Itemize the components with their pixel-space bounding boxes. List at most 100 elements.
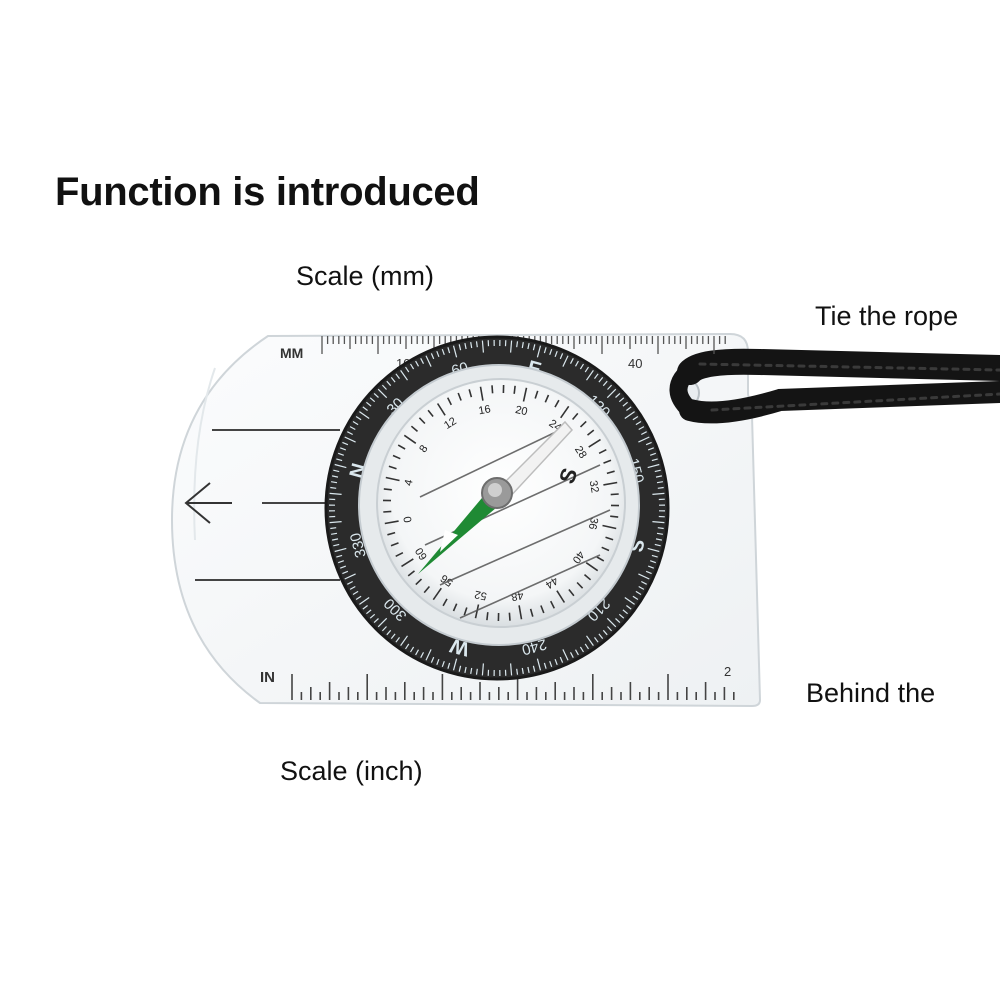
bezel-tick: [606, 617, 617, 628]
bezel-tick: [447, 347, 451, 354]
bezel-tick: [366, 401, 372, 407]
inner-tick: [534, 390, 539, 399]
inner-label: 0: [402, 515, 415, 523]
bezel-tick: [554, 658, 558, 666]
bezel-tick: [331, 538, 339, 541]
bezel-tick: [532, 344, 536, 351]
bezel-tick: [329, 492, 342, 495]
bezel-tick: [607, 626, 613, 632]
bezel-tick: [527, 342, 530, 350]
bezel-tick: [574, 649, 579, 656]
bezel-tick: [359, 411, 370, 419]
bezel-tick: [647, 447, 655, 451]
bezel-tick: [409, 363, 415, 370]
inner-tick: [568, 589, 575, 597]
bezel-tick: [516, 341, 519, 348]
bezel-tick: [347, 431, 353, 436]
inner-tick: [544, 394, 550, 403]
bezel-tick: [420, 358, 425, 364]
mm-unit-label: MM: [280, 345, 303, 361]
inner-tick: [474, 604, 480, 619]
bezel-tick: [381, 626, 387, 632]
bezel-tick: [470, 667, 473, 675]
bezel-tick: [330, 486, 337, 489]
bezel-tick: [395, 637, 400, 643]
bezel-tick: [602, 629, 608, 636]
bezel-tick: [635, 590, 642, 596]
inch-unit-label: IN: [260, 669, 275, 686]
bezel-tick: [430, 656, 435, 663]
bezel-tick: [373, 392, 379, 398]
bezel-tick: [618, 397, 625, 403]
bezel-tick: [536, 658, 542, 671]
bezel-tick: [638, 426, 645, 431]
bezel-tick: [377, 617, 388, 628]
bezel-tick: [347, 580, 353, 585]
inner-tick: [384, 520, 399, 525]
bezel-tick: [655, 538, 663, 541]
page-title: Function is introduced: [55, 170, 480, 214]
bezel-tick: [458, 344, 462, 351]
bezel-tick: [373, 618, 379, 624]
inner-label: 32: [587, 480, 601, 494]
inner-label: 48: [510, 589, 524, 603]
bezel-tick: [626, 605, 632, 610]
bezel-tick: [510, 340, 513, 353]
inner-label: 16: [478, 403, 492, 417]
bezel-tick: [562, 649, 569, 661]
inner-label: 4: [403, 478, 416, 487]
label-behind: Behind the: [806, 678, 936, 708]
inner-tick: [446, 397, 453, 406]
bezel-tick: [559, 353, 564, 360]
bezel-tick: [622, 401, 628, 407]
inner-tick: [571, 412, 579, 421]
bezel-tick: [549, 348, 553, 356]
inner-tick: [442, 598, 448, 607]
bezel-tick: [339, 565, 347, 569]
bezel-tick: [594, 637, 599, 643]
bezel-tick: [334, 547, 347, 553]
bezel-tick: [654, 543, 661, 547]
inner-tick: [508, 612, 511, 621]
direction-arrow-icon: [184, 482, 232, 524]
bezel-tick: [336, 554, 343, 558]
bezel-tick: [606, 388, 617, 399]
inner-tick: [518, 605, 523, 620]
inner-tick: [427, 409, 434, 417]
inner-tick: [401, 558, 414, 568]
bezel-tick: [574, 360, 579, 367]
bezel-tick: [404, 643, 410, 650]
bezel-tick: [400, 370, 408, 381]
inner-tick: [529, 608, 534, 617]
bezel-tick: [330, 532, 338, 535]
bezel-tick: [635, 420, 642, 426]
bezel-tick: [649, 560, 657, 564]
bezel-tick: [355, 415, 362, 421]
bezel-tick: [615, 618, 621, 624]
bezel-tick: [452, 345, 458, 358]
bezel-tick: [425, 649, 432, 661]
inner-tick: [587, 429, 595, 436]
inner-tick: [383, 510, 392, 513]
bezel-tick: [430, 353, 435, 360]
bezel-tick: [647, 547, 660, 553]
bezel-tick: [624, 411, 635, 419]
bezel-tick: [464, 342, 467, 350]
bezel-tick: [386, 629, 392, 636]
bezel-tick: [638, 436, 650, 443]
bezel-tick: [532, 665, 536, 672]
bezel-tick: [352, 420, 359, 426]
inner-label: 20: [514, 404, 529, 418]
bezel-tick: [329, 521, 342, 524]
bezel-tick: [344, 436, 356, 443]
inner-label: 40: [570, 548, 587, 565]
bezel-tick: [349, 585, 356, 590]
bezel-tick: [655, 475, 663, 478]
bezel-tick: [586, 635, 594, 646]
inner-tick: [596, 556, 605, 562]
bezel-tick: [337, 560, 345, 564]
bezel-tick: [333, 469, 340, 473]
inner-tick: [403, 434, 417, 444]
bezel-tick: [607, 384, 613, 390]
